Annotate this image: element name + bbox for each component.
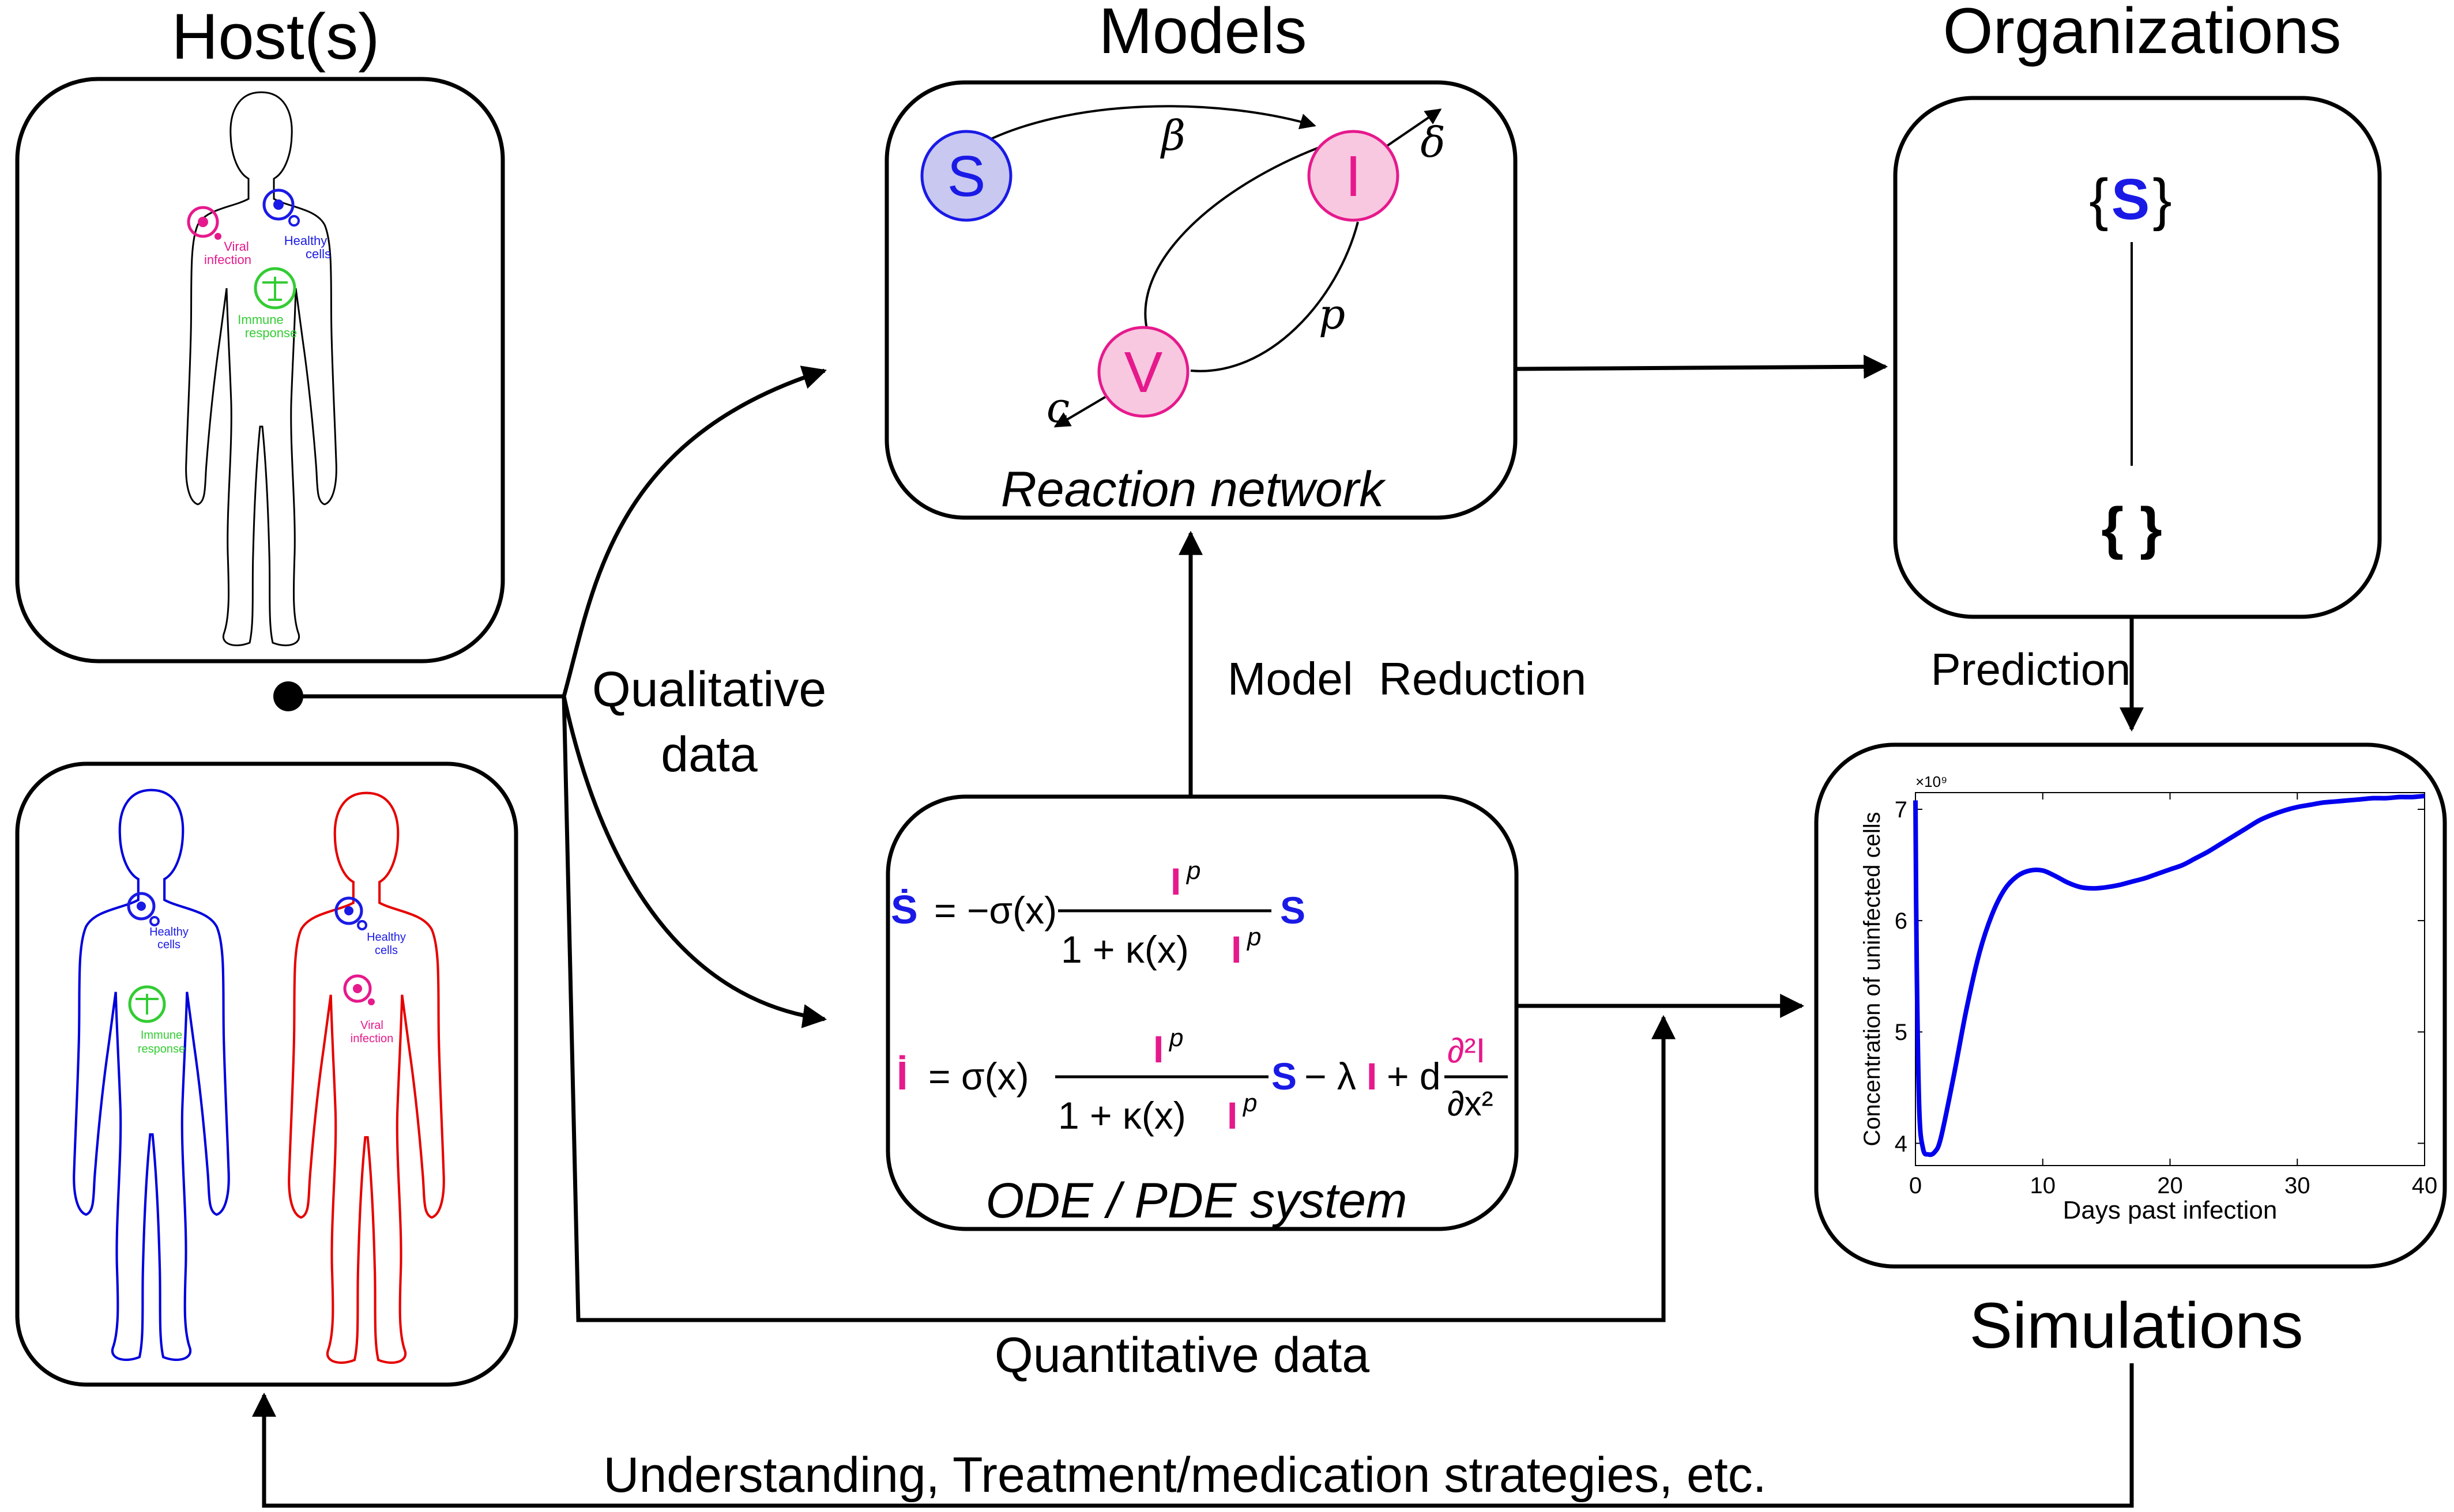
eq2-pde-num: ∂²I — [1447, 1031, 1485, 1070]
prediction-label: Prediction — [1931, 644, 2131, 695]
organizations-heading: Organizations — [1943, 0, 2341, 67]
org-top-close: } — [2152, 167, 2171, 232]
y-tick-label: 7 — [1895, 797, 1907, 823]
immune-response-label: Immune — [141, 1029, 182, 1042]
healthy-cells-label-2: cells — [306, 247, 331, 261]
host-panel-single: Viral infection Healthy cells Immune res… — [15, 77, 505, 663]
eq1-lhs: Ṡ — [891, 887, 918, 932]
y-exponent-label: ×10⁹ — [1915, 773, 1947, 790]
model-reduction-label: Model Reduction — [1228, 653, 1587, 704]
rate-beta: β — [1160, 111, 1185, 160]
node-v-label: V — [1124, 340, 1163, 405]
y-tick-label: 5 — [1895, 1020, 1907, 1045]
x-axis-label: Days past infection — [2063, 1196, 2278, 1224]
node-i-label: I — [1345, 144, 1361, 209]
eq2-den-var: I — [1227, 1094, 1237, 1137]
connectors — [252, 355, 2144, 1508]
eq1-den-var: I — [1231, 928, 1241, 971]
virus-icon — [343, 974, 375, 1005]
eq2-tail-mid: − λ — [1304, 1055, 1356, 1098]
eq1-num: I — [1170, 860, 1181, 903]
healthy-cells-label-2: cells — [157, 938, 180, 951]
models-heading: Models — [1098, 0, 1307, 67]
node-v — [1097, 326, 1190, 418]
immune-response-icon — [254, 267, 296, 310]
virus-icon — [187, 206, 221, 240]
healthy-cell-icon — [127, 892, 160, 926]
immune-response-label-2: response — [138, 1043, 185, 1055]
eq2-pde-den: ∂x² — [1447, 1084, 1493, 1123]
eq2-rhs-prefix: = σ(x) — [928, 1055, 1029, 1098]
y-tick-label: 4 — [1895, 1131, 1907, 1156]
eq1-num-sup: p — [1185, 857, 1200, 885]
x-tick-label: 10 — [2030, 1173, 2056, 1198]
organizations-panel: { S } { } — [1893, 96, 2382, 619]
eq2-den-prefix: 1 + κ(x) — [1058, 1094, 1186, 1137]
simulation-panel: 0 10 20 30 40 4 5 6 7 ×10⁹ Days past infection Conc… — [1814, 742, 2447, 1269]
eq2-num-sup: p — [1168, 1024, 1183, 1052]
rate-delta: δ — [1420, 118, 1445, 167]
viral-infection-label-2: infection — [204, 252, 251, 267]
rate-p: p — [1319, 290, 1345, 338]
x-tick-label: 40 — [2412, 1173, 2438, 1198]
eq1-rhs-prefix: = −σ(x) — [934, 889, 1057, 932]
healthy-cells-label: Healthy — [367, 931, 406, 944]
viral-infection-label-2: infection — [351, 1032, 394, 1045]
simulations-heading: Simulations — [1970, 1289, 2304, 1362]
series-line-0 — [1913, 793, 2425, 1157]
healthy-cells-label: Healthy — [284, 233, 328, 248]
ode-pde-caption: ODE / PDE system — [985, 1173, 1407, 1228]
eq1-den-prefix: 1 + κ(x) — [1061, 928, 1189, 971]
qualitative-label-2: data — [661, 727, 758, 782]
org-bottom-empty: { } — [2101, 496, 2162, 560]
eq2-tail-i: I — [1367, 1055, 1377, 1098]
immune-response-label-2: response — [245, 326, 298, 340]
org-top-species: S — [2112, 167, 2150, 232]
immune-response-label: Immune — [238, 312, 283, 327]
node-s-label: S — [947, 144, 986, 209]
rate-c: c — [1047, 383, 1070, 432]
node-i — [1307, 130, 1399, 222]
reaction-network-caption: Reaction network — [1001, 462, 1386, 517]
viral-infection-label: Viral — [360, 1019, 383, 1032]
feedback-label: Understanding, Treatment/medication stra… — [603, 1447, 1766, 1503]
healthy-cell-icon — [334, 896, 367, 930]
eq2-tail-plus: + d — [1387, 1055, 1441, 1098]
eq1-tail: S — [1280, 889, 1305, 932]
simulation-chart: 0 10 20 30 40 4 5 6 7 ×10⁹ Days past infection Conc… — [1860, 773, 2437, 1224]
org-top-open: { — [2089, 167, 2108, 232]
immune-response-icon — [128, 985, 166, 1023]
quantitative-label: Quantitative data — [995, 1328, 1369, 1383]
eq2-num: I — [1153, 1028, 1164, 1070]
healthy-cells-label: Healthy — [149, 926, 189, 938]
hosts-heading: Host(s) — [172, 1, 380, 73]
eq2-den-sup: p — [1242, 1089, 1257, 1117]
eq1-den-sup: p — [1246, 923, 1261, 951]
healthy-cell-icon — [262, 188, 300, 227]
eq2-lhs: İ — [897, 1053, 908, 1098]
ode-pde-panel: Ṡ = −σ(x) I p 1 + κ(x) I p S İ = σ(x) I … — [886, 794, 1519, 1231]
x-tick-label: 0 — [1909, 1173, 1922, 1198]
equation-s-dot: Ṡ = −σ(x) I p 1 + κ(x) I p S — [891, 857, 1305, 971]
y-axis-label: Concentration of uninfected cells — [1860, 812, 1885, 1146]
viral-infection-label: Viral — [224, 239, 249, 254]
x-tick-label: 20 — [2157, 1173, 2183, 1198]
x-tick-label: 30 — [2284, 1173, 2310, 1198]
healthy-cells-label-2: cells — [375, 944, 398, 957]
node-s — [920, 130, 1013, 222]
equation-i-dot: İ = σ(x) I p 1 + κ(x) I p S − λ I + d ∂²… — [897, 1024, 1508, 1137]
host-panel-pair: Healthy cells Immune response Healthy ce… — [15, 761, 518, 1387]
qualitative-label: Qualitative — [592, 662, 826, 717]
reaction-network-panel: S I V β δ p c Reaction network — [885, 80, 1518, 520]
eq2-tail-s: S — [1271, 1055, 1297, 1098]
y-tick-label: 6 — [1895, 908, 1907, 934]
